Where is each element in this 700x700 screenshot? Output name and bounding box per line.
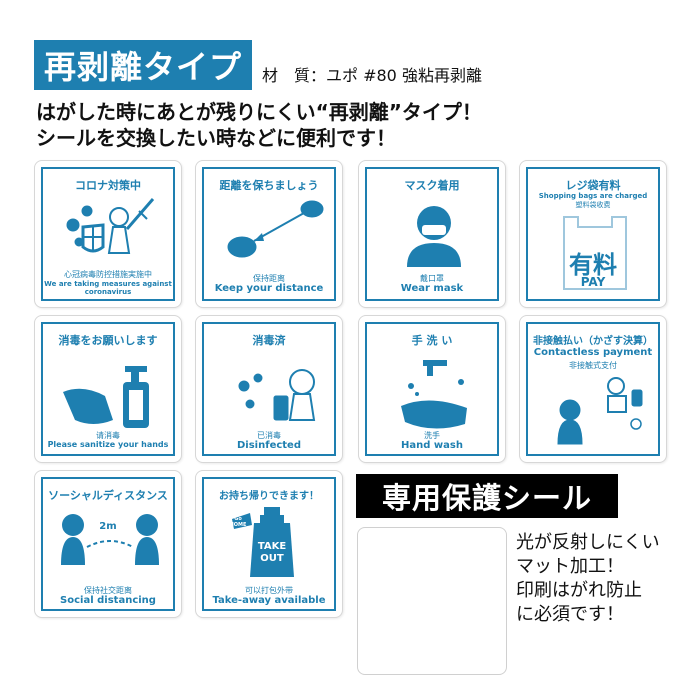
corona-fighter-icon	[66, 198, 155, 254]
sticker-subtitle-en: Shopping bags are charged	[538, 192, 648, 200]
sticker-caption: 保持社交距离	[84, 586, 132, 595]
protect-line-2: マット加工！	[516, 556, 624, 577]
protect-line-4: に必須です！	[516, 604, 624, 625]
mask-person-icon	[407, 206, 461, 267]
sticker-title: 消毒をお願いします	[58, 334, 158, 347]
sticker-caption: 保持距离	[253, 274, 285, 283]
protect-badge: 専用保護シール	[356, 474, 618, 518]
sticker-subtitle-cn: 非接触式支付	[569, 361, 617, 370]
sticker-caption: 戴口罩	[420, 274, 444, 283]
sticker-title: お持ち帰りできます！	[219, 491, 319, 502]
bag-text: 有料	[569, 251, 617, 279]
distance-label: 2m	[99, 521, 117, 532]
lead-text-2: シールを交換したい時などに便利です！	[36, 126, 396, 150]
sticker-english: Wear mask	[400, 283, 464, 294]
sticker-caption: 请消毒	[96, 431, 120, 440]
sticker-sanitize: 消毒をお願いします 请消毒 Please sanitize your hands	[34, 315, 182, 463]
sticker-caption: 洗手	[424, 431, 440, 440]
sticker-title: 手 洗 い	[411, 334, 453, 347]
sticker-contactless: 非接触払い（かざす決算） Contactless payment 非接触式支付	[519, 315, 667, 463]
sticker-subtitle-en: Contactless payment	[533, 347, 653, 358]
sticker-handwash: 手 洗 い 洗手 Hand wash	[358, 315, 506, 463]
protect-line-3: 印刷はがれ防止	[516, 580, 642, 601]
sticker-title: 距離を保ちましょう	[219, 179, 319, 192]
contactless-payment-icon	[557, 377, 643, 445]
sticker-english: Take-away available	[212, 595, 326, 606]
material-spec: 材 質：ユポ #80 強粘再剥離	[262, 66, 482, 85]
sticker-caption: 可以打包外带	[245, 586, 293, 595]
sanitizer-hands-icon	[63, 366, 149, 428]
sticker-title: 消毒済	[252, 334, 286, 347]
takeout-bottle-icon	[232, 507, 294, 577]
disinfect-spray-icon	[238, 369, 316, 421]
hand-wash-icon	[401, 360, 467, 429]
social-distance-icon	[61, 514, 159, 565]
sticker-takeout: お持ち帰りできます！ Go HOME TAKE OUT 可以打包外带 Take-…	[195, 470, 343, 618]
sticker-english: Keep your distance	[214, 283, 324, 294]
protect-sticker-sample	[357, 527, 507, 675]
protect-line-1: 光が反射しにくい	[516, 532, 660, 553]
sticker-english: Disinfected	[236, 440, 301, 451]
sticker-english: Hand wash	[401, 440, 463, 451]
sticker-disinfected: 消毒済 已消毒 Disinfected	[195, 315, 343, 463]
sticker-english: We are taking measures against coronavir…	[44, 280, 172, 296]
sticker-mask: マスク着用 戴口罩 Wear mask	[358, 160, 506, 308]
sticker-title: 非接触払い（かざす決算）	[533, 336, 653, 347]
sticker-caption: 心冠病毒防控措施実施中	[64, 270, 152, 279]
sticker-title: レジ袋有料	[565, 179, 621, 192]
lead-text-1: はがした時にあとが残りにくい“再剥離”タイプ！	[36, 100, 482, 124]
go-home-tag: Go HOME	[229, 516, 247, 528]
sticker-title: ソーシャルディスタンス	[48, 489, 168, 502]
sticker-corona: コロナ対策中 心冠病毒防控措施実施中 We are taking measure…	[34, 160, 182, 308]
sticker-distance: 距離を保ちましょう 保持距离 Keep your distance	[195, 160, 343, 308]
sticker-bag: レジ袋有料 Shopping bags are charged 塑料袋收费 有料…	[519, 160, 667, 308]
retype-badge: 再剥離タイプ	[34, 40, 252, 90]
sticker-title: マスク着用	[404, 179, 460, 192]
sticker-title: コロナ対策中	[75, 179, 141, 192]
sticker-english: Social distancing	[60, 595, 156, 606]
footprints-distance-icon	[227, 200, 324, 258]
takeout-label: TAKE OUT	[257, 541, 287, 564]
sticker-social-distance: ソーシャルディスタンス 2m 保持社交距离 Social distancing	[34, 470, 182, 618]
sticker-subtitle-cn: 塑料袋收费	[575, 201, 611, 209]
sticker-english: Please sanitize your hands	[47, 440, 169, 449]
shopping-bag-icon	[563, 216, 627, 290]
bag-english: PAY	[580, 275, 606, 289]
sticker-caption: 已消毒	[257, 431, 281, 440]
